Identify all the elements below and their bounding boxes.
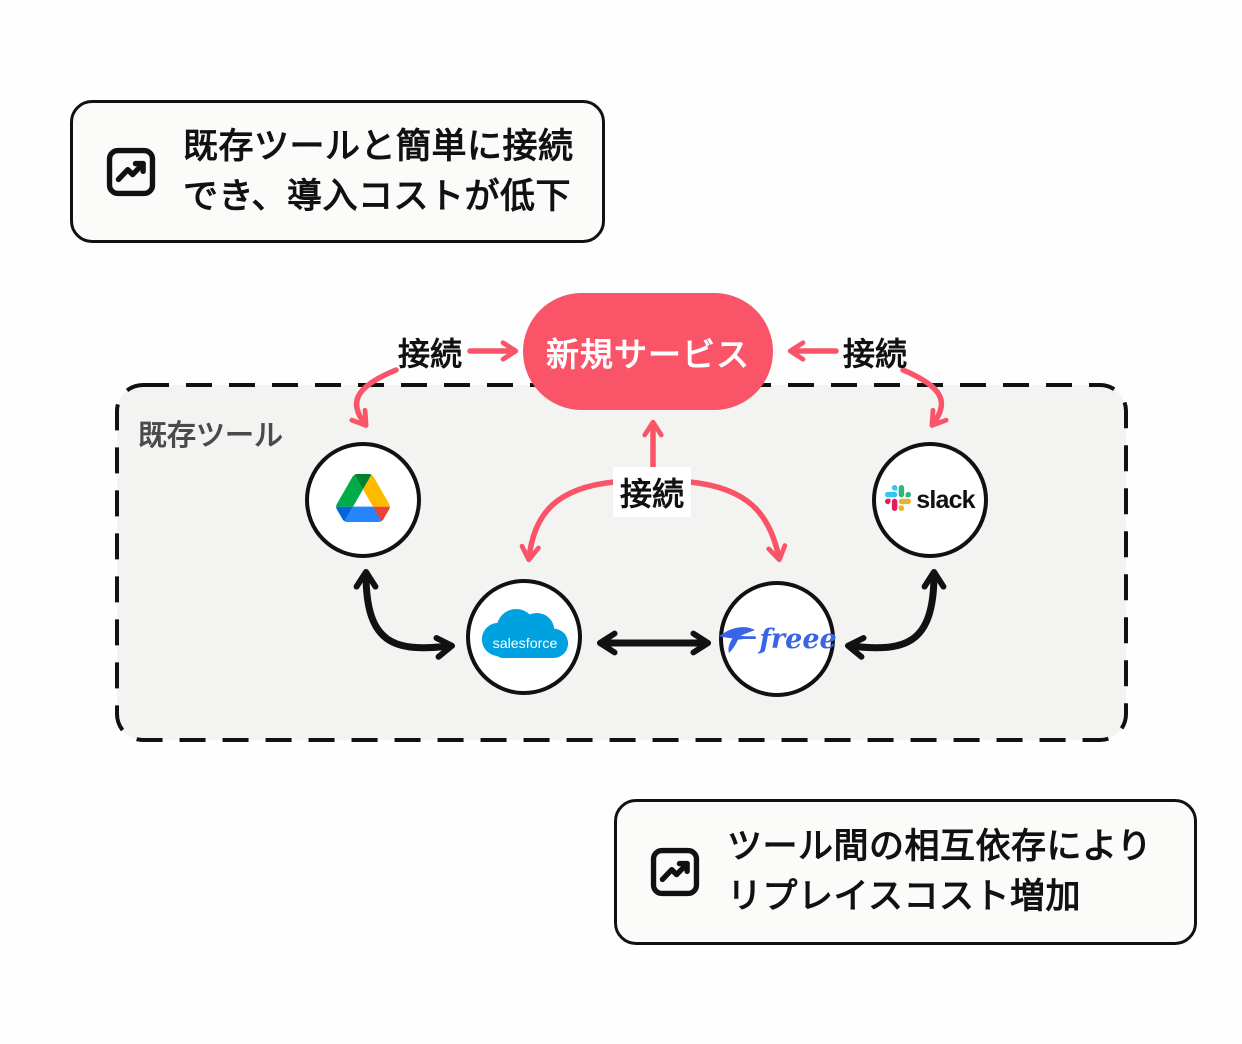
callout-line: リプレイスコスト増加: [727, 877, 1081, 916]
tool-node-freee: freee: [717, 581, 837, 697]
new-service-node: 新規サービス: [523, 293, 773, 410]
freee-swallow-logo: [717, 617, 757, 662]
salesforce-wordmark: salesforce: [493, 636, 558, 652]
salesforce-cloud-logo: salesforce: [475, 604, 573, 670]
callout-replacement-cost-text: ツール間の相互依存により リプレイスコスト増加: [727, 822, 1152, 922]
freee-wordmark: freee: [759, 623, 837, 655]
arrow-connect-down-to-freee: [687, 479, 788, 563]
connect-label-center: 接続: [613, 467, 691, 517]
slack-wordmark: slack: [916, 485, 975, 514]
arrow-freee-slack: [844, 568, 947, 660]
existing-tools-box-label: 既存ツール: [138, 420, 284, 452]
arrow-google-drive-salesforce: [353, 568, 456, 660]
callout-line: でき、導入コストが低下: [183, 176, 572, 216]
callout-line: 既存ツールと簡単に接続: [183, 126, 574, 166]
trending-up-icon: [647, 844, 703, 900]
connect-label-left: 接続: [397, 336, 462, 372]
tool-node-slack: slack: [872, 442, 988, 558]
callout-easy-connection: 既存ツールと簡単に接続 でき、導入コストが低下: [70, 100, 605, 243]
arrow-connect-down-to-salesforce: [519, 479, 617, 563]
slack-hash-logo: [885, 484, 912, 516]
callout-replacement-cost: ツール間の相互依存により リプレイスコスト増加: [614, 799, 1197, 945]
trending-up-icon: [103, 144, 159, 200]
google-drive-logo: [336, 473, 390, 527]
callout-line: ツール間の相互依存により: [727, 827, 1153, 866]
new-service-label: 新規サービス: [546, 335, 750, 373]
arrow-connect-down-to-google-drive: [349, 367, 399, 428]
tool-node-salesforce: salesforce: [466, 579, 582, 695]
connect-label-right: 接続: [842, 336, 907, 372]
callout-easy-connection-text: 既存ツールと簡単に接続 でき、導入コストが低下: [183, 122, 574, 222]
tool-node-google-drive: [305, 442, 421, 558]
arrow-connect-down-to-slack: [900, 367, 949, 428]
